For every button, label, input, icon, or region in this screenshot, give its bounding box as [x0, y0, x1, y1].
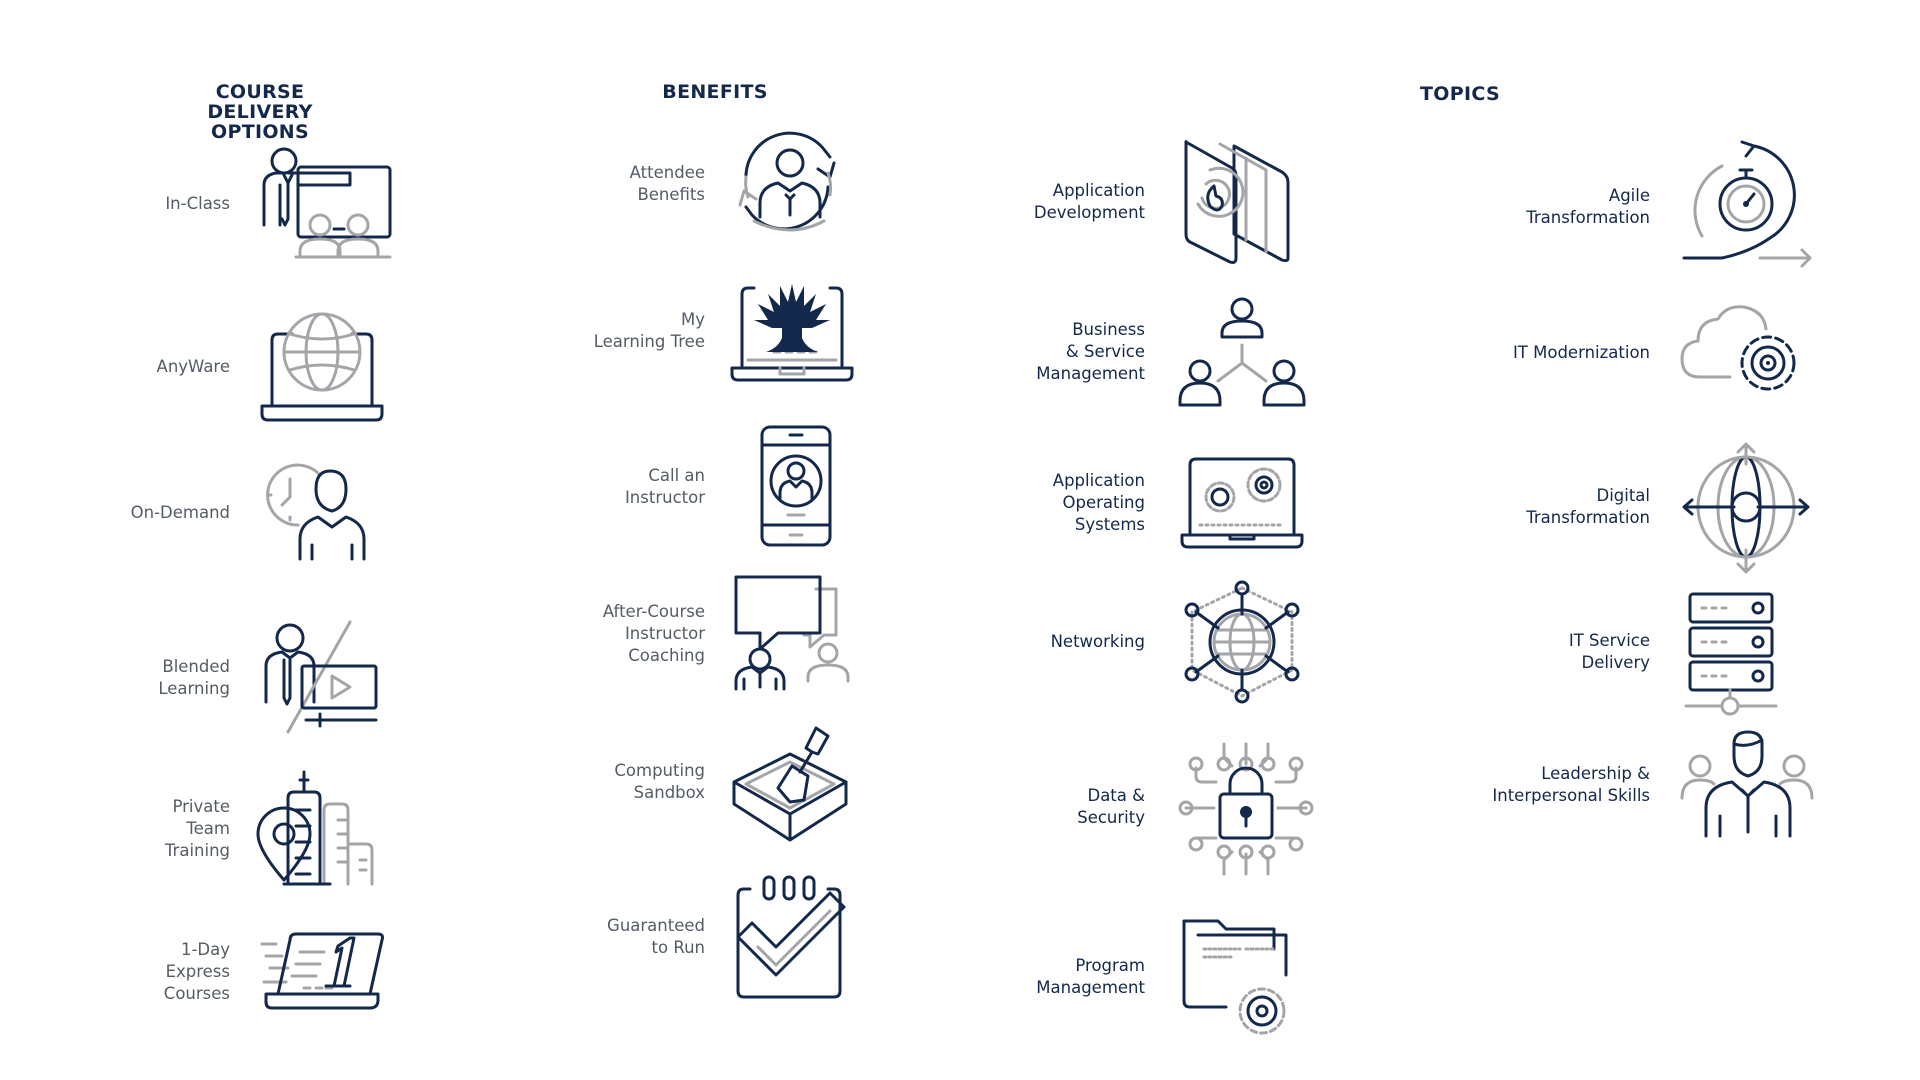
benefit-item-guaranteed-to-run[interactable]: Guaranteed to Run: [545, 875, 848, 999]
topic-item-it-service-delivery[interactable]: IT Service Delivery: [1440, 590, 1780, 716]
topic-item-application-operating-systems[interactable]: Application Operating Systems: [965, 455, 1304, 551]
topic-item-label: Data & Security: [1077, 786, 1145, 827]
topic-item-label: Application Operating Systems: [1052, 471, 1145, 534]
course-item-label: Blended Learning: [158, 657, 230, 698]
server-rack-icon: [1680, 590, 1780, 716]
attendee-cycle-icon: [730, 125, 848, 243]
heading-benefits: BENEFITS: [662, 81, 768, 103]
folder-gear-icon: [1180, 915, 1298, 1039]
classroom-presenter-icon: [260, 145, 396, 263]
topic-item-label: Leadership & Interpersonal Skills: [1492, 764, 1650, 805]
lock-circuit-icon: [1178, 740, 1314, 876]
topic-item-label: Digital Transformation: [1526, 486, 1650, 527]
app-development-icon: [1180, 140, 1304, 264]
sandbox-shovel-icon: [730, 720, 848, 844]
benefit-item-call-an-instructor[interactable]: Call an Instructor: [545, 425, 854, 549]
coaching-chat-icon: [730, 575, 854, 693]
benefit-item-label: Attendee Benefits: [629, 163, 705, 204]
topic-item-agile-transformation[interactable]: Agile Transformation: [1440, 140, 1814, 274]
leader-team-icon: [1680, 730, 1814, 840]
topic-item-label: Networking: [1050, 632, 1145, 651]
course-item-label: 1-Day Express Courses: [163, 940, 230, 1003]
globe-laptop-icon: [260, 310, 384, 424]
topic-item-label: Program Management: [1036, 956, 1145, 997]
instructor-video-icon: [260, 620, 380, 736]
benefit-item-label: After-Course Instructor Coaching: [602, 602, 705, 665]
topic-item-digital-transformation[interactable]: Digital Transformation: [1440, 440, 1812, 574]
topic-item-application-development[interactable]: Application Development: [965, 140, 1304, 264]
topic-item-label: Agile Transformation: [1526, 186, 1650, 227]
topic-item-data-security[interactable]: Data & Security: [965, 740, 1314, 876]
course-item-private-team-training[interactable]: Private Team Training: [50, 770, 386, 888]
benefit-item-computing-sandbox[interactable]: Computing Sandbox: [545, 720, 848, 844]
topic-item-label: IT Service Delivery: [1568, 631, 1650, 672]
org-chart-icon: [1178, 295, 1306, 409]
tree-laptop-icon: [730, 280, 854, 382]
topic-item-networking[interactable]: Networking: [965, 580, 1304, 704]
topic-item-leadership-interpersonal[interactable]: Leadership & Interpersonal Skills: [1440, 730, 1814, 840]
phone-instructor-icon: [730, 425, 854, 549]
heading-course-delivery: COURSE DELIVERY OPTIONS: [207, 81, 313, 143]
course-item-in-class[interactable]: In-Class: [50, 145, 396, 263]
benefit-item-after-course-coaching[interactable]: After-Course Instructor Coaching: [545, 575, 854, 693]
topic-item-label: Application Development: [1033, 181, 1145, 222]
calendar-check-icon: [730, 875, 848, 999]
cloud-gear-icon: [1680, 305, 1804, 401]
topic-item-it-modernization[interactable]: IT Modernization: [1440, 305, 1804, 401]
network-globe-icon: [1180, 580, 1304, 704]
course-item-label: On-Demand: [130, 503, 230, 522]
course-item-label: Private Team Training: [164, 797, 230, 860]
benefit-item-attendee-benefits[interactable]: Attendee Benefits: [545, 125, 848, 243]
benefit-item-label: Computing Sandbox: [614, 761, 705, 802]
course-item-label: In-Class: [165, 194, 230, 213]
digital-globe-arrows-icon: [1680, 440, 1812, 574]
benefit-item-my-learning-tree[interactable]: My Learning Tree: [545, 280, 854, 382]
topic-item-business-service-management[interactable]: Business & Service Management: [965, 295, 1306, 409]
gears-laptop-icon: [1180, 455, 1304, 551]
agile-stopwatch-icon: [1680, 140, 1814, 274]
express-laptop-icon: [260, 930, 386, 1014]
course-item-1-day-express[interactable]: 1-Day Express Courses: [50, 930, 386, 1014]
location-buildings-icon: [256, 770, 386, 888]
benefit-item-label: Guaranteed to Run: [607, 916, 705, 957]
course-item-blended-learning[interactable]: Blended Learning: [50, 620, 380, 736]
course-item-label: AnyWare: [156, 357, 230, 376]
benefit-item-label: My Learning Tree: [593, 310, 705, 351]
clock-person-icon: [260, 463, 370, 561]
course-item-on-demand[interactable]: On-Demand: [50, 463, 370, 561]
course-item-anyware[interactable]: AnyWare: [50, 310, 384, 424]
topic-item-label: IT Modernization: [1512, 343, 1650, 362]
topic-item-program-management[interactable]: Program Management: [965, 915, 1298, 1039]
benefit-item-label: Call an Instructor: [624, 466, 705, 507]
heading-topics: TOPICS: [1420, 83, 1500, 105]
topic-item-label: Business & Service Management: [1036, 320, 1145, 383]
